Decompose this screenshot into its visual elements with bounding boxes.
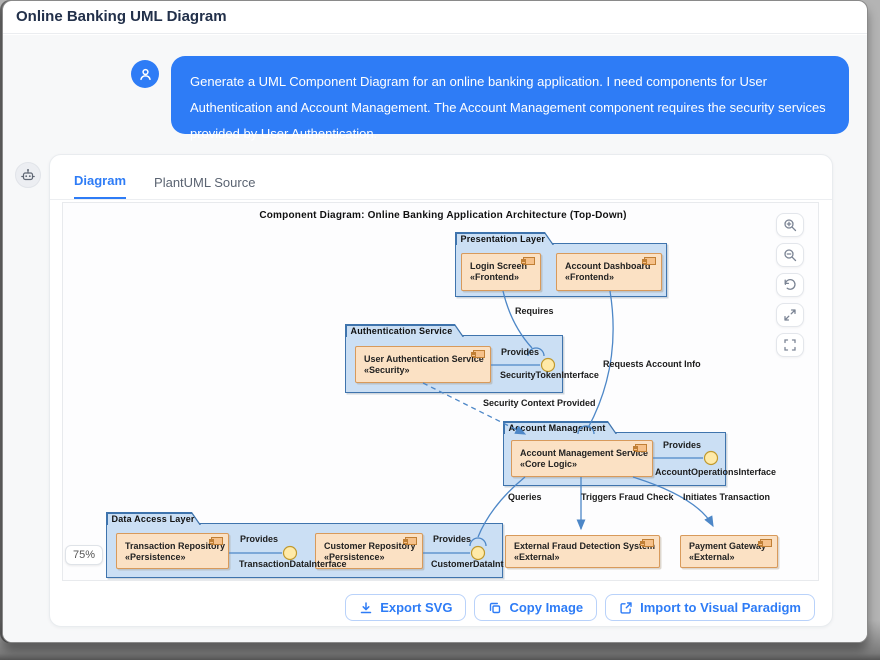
expand-button[interactable]: [776, 303, 804, 327]
page-title: Online Banking UML Diagram: [16, 8, 227, 25]
label-provides-tx: Provides: [240, 534, 279, 544]
label-initiates-transaction: Initiates Transaction: [683, 492, 771, 502]
avatar: [15, 162, 41, 188]
label-account-operations-interface: AccountOperationsInterface: [655, 467, 777, 477]
fullscreen-corners-icon: [784, 339, 796, 351]
fit-screen-button[interactable]: [776, 333, 804, 357]
copy-icon: [490, 602, 501, 613]
package-tab-account: Account Management: [503, 421, 617, 434]
label-triggers-fraud-check: Triggers Fraud Check: [581, 492, 674, 502]
arrows-out-icon: [784, 309, 796, 321]
uml-component-icon: [471, 350, 485, 358]
main-content: Generate a UML Component Diagram for an …: [3, 35, 867, 642]
label-requires: Requires: [515, 306, 554, 316]
component-external-fraud-detection: External Fraud Detection System «Externa…: [505, 535, 660, 568]
package-tab-authentication: Authentication Service: [345, 324, 464, 337]
component-login-screen: Login Screen «Frontend»: [461, 253, 541, 291]
external-link-icon: [620, 601, 632, 614]
tab-plantuml-source[interactable]: PlantUML Source: [154, 175, 256, 190]
label-queries: Queries: [508, 492, 542, 502]
uml-component-icon: [209, 537, 223, 545]
label-provides-cust: Provides: [433, 534, 472, 544]
user-message-bubble: Generate a UML Component Diagram for an …: [171, 56, 849, 141]
label-security-token-interface: SecurityTokenInterface: [500, 370, 599, 380]
label-provides-security: Provides: [501, 347, 540, 357]
diagram-card: Diagram PlantUML Source Component Diagra…: [49, 154, 833, 627]
component-account-management-service: Account Management Service «Core Logic»: [511, 440, 653, 477]
robot-icon: [21, 169, 35, 181]
reset-view-button[interactable]: [776, 273, 804, 297]
uml-component-icon: [521, 257, 535, 265]
zoom-level-badge: 75%: [65, 545, 103, 565]
tab-bar: Diagram PlantUML Source: [50, 155, 832, 200]
app-window: Online Banking UML Diagram Generate a UM…: [2, 0, 868, 643]
copy-image-button[interactable]: Copy Image: [474, 594, 598, 621]
uml-component-icon: [633, 444, 647, 452]
zoom-in-button[interactable]: [776, 213, 804, 237]
magnifier-plus-icon: [784, 219, 797, 232]
component-transaction-repository: Transaction Repository «Persistence»: [116, 533, 229, 569]
diagram-title: Component Diagram: Online Banking Applic…: [259, 210, 627, 221]
component-user-authentication-service: User Authentication Service «Security»: [355, 346, 491, 383]
rotate-ccw-icon: [784, 279, 796, 290]
label-customer-data-interface: CustomerDataInterface: [431, 559, 504, 569]
tab-diagram[interactable]: Diagram: [74, 173, 127, 199]
uml-component-icon: [758, 539, 772, 547]
component-payment-gateway: Payment Gateway «External»: [680, 535, 778, 568]
magnifier-minus-icon: [784, 249, 797, 262]
diagram-canvas[interactable]: Component Diagram: Online Banking Applic…: [62, 202, 819, 581]
download-icon: [360, 601, 372, 613]
component-account-dashboard: Account Dashboard «Frontend»: [556, 253, 662, 291]
label-provides-account: Provides: [663, 440, 702, 450]
label-requests-account-info: Requests Account Info: [603, 359, 701, 369]
action-bar: Export SVG Copy Image Import to Visual P…: [50, 594, 815, 621]
uml-component-icon: [640, 539, 654, 547]
zoom-toolbar: [776, 213, 804, 357]
uml-component-icon: [642, 257, 656, 265]
window-header: Online Banking UML Diagram: [3, 1, 867, 34]
export-svg-button[interactable]: Export SVG: [345, 594, 467, 621]
package-tab-presentation: Presentation Layer: [455, 232, 554, 245]
avatar: [131, 60, 159, 88]
uml-component-icon: [403, 537, 417, 545]
component-customer-repository: Customer Repository «Persistence»: [315, 533, 423, 569]
import-visual-paradigm-button[interactable]: Import to Visual Paradigm: [605, 594, 815, 621]
zoom-out-button[interactable]: [776, 243, 804, 267]
label-transaction-data-interface: TransactionDataInterface: [239, 559, 347, 569]
package-tab-data-access: Data Access Layer: [106, 512, 201, 525]
label-security-context-provided: Security Context Provided: [483, 398, 596, 408]
person-icon: [139, 68, 151, 80]
